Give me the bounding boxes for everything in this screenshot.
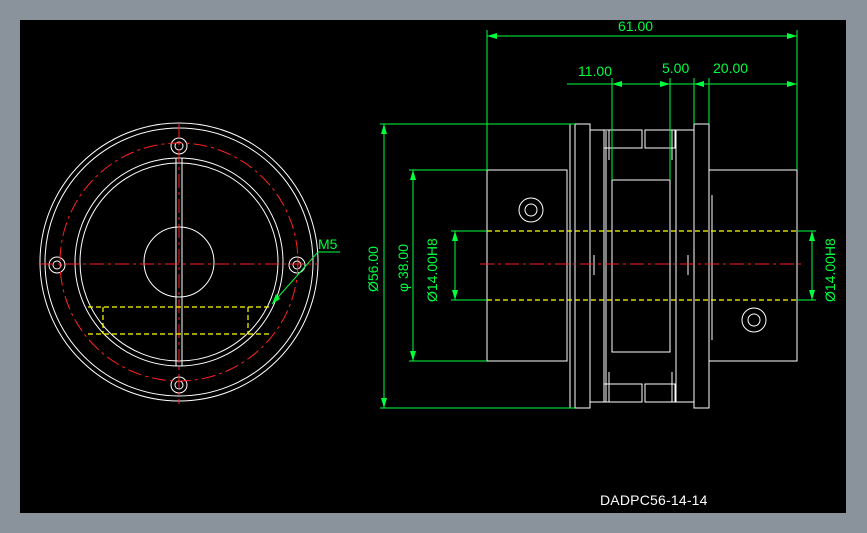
bolt-hole-right <box>288 256 306 274</box>
dim-overall-length: 61.00 <box>618 20 653 34</box>
right-hub <box>708 169 798 362</box>
bolt-hole-left-inner <box>52 260 62 270</box>
dim-hub-length-right: 20.00 <box>713 60 748 76</box>
right-setscrew-inner <box>747 313 761 327</box>
center-spacer <box>611 179 671 353</box>
end-view-centerlines <box>40 124 318 404</box>
bolt-hole-right-inner <box>292 260 302 270</box>
hidden-setscrew <box>88 306 270 335</box>
bolt-hole-left <box>48 256 66 274</box>
m5-label: M5 <box>318 236 338 252</box>
right-flange <box>693 123 710 409</box>
m5-leader: M5 <box>271 236 340 305</box>
part-number-label: DADPC56-14-14 <box>600 492 708 508</box>
dim-spacer: 5.00 <box>662 60 689 76</box>
cad-drawing: M5 <box>39 20 838 409</box>
right-disc-pack <box>675 129 695 403</box>
side-view <box>486 123 798 409</box>
left-setscrew-inner <box>524 203 538 217</box>
dimension-arrows <box>381 33 815 408</box>
right-setscrew-hole <box>741 307 767 333</box>
dim-bore-left: Ø14.00H8 <box>424 238 440 302</box>
hidden-bore <box>487 230 797 301</box>
dim-hub-diameter: φ 38.00 <box>395 244 411 292</box>
left-disc-pack <box>589 129 605 403</box>
drawing-canvas: M5 <box>20 20 846 513</box>
left-flange <box>574 123 591 409</box>
dim-outer-diameter: Ø56.00 <box>365 246 381 292</box>
left-setscrew-hole <box>518 197 544 223</box>
dim-hub-length-left: 11.00 <box>578 63 612 79</box>
dim-bore-right: Ø14.00H8 <box>822 238 838 302</box>
dimension-lines <box>380 30 816 409</box>
